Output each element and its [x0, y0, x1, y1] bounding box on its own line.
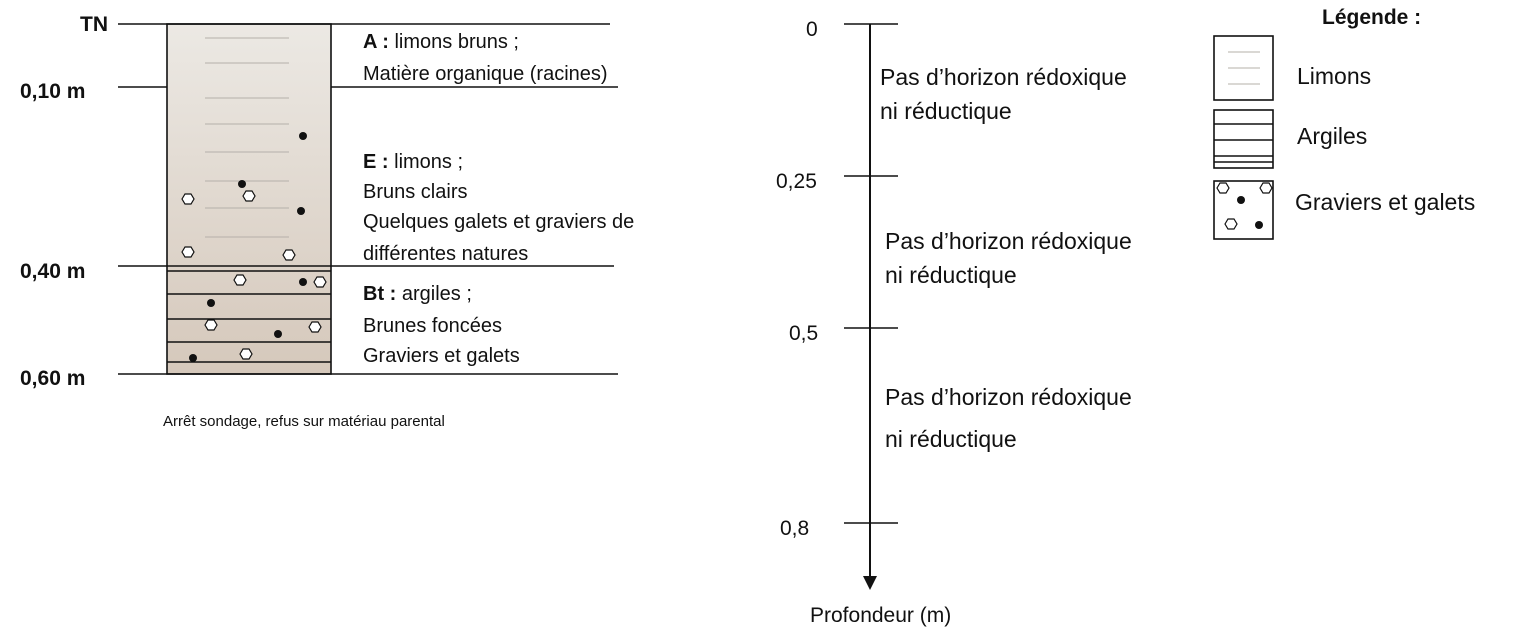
zone-3-line-2: ni réductique — [885, 426, 1017, 452]
soil-column — [166, 23, 332, 375]
silt-hatching — [205, 37, 289, 238]
zone-2-line-1: Pas d’horizon rédoxique — [885, 228, 1132, 254]
pebble-hexagon — [181, 246, 195, 258]
horizon-e-line-1: E : limons ; — [363, 151, 463, 173]
legend-swatch-gravel — [1213, 180, 1274, 240]
horizon-e-text-1: limons ; — [389, 151, 463, 173]
axis-tick-label: 0,5 — [789, 322, 818, 345]
horizon-a-line-1: A : limons bruns ; — [363, 31, 519, 53]
pebbles — [181, 190, 327, 360]
horizon-e-text-4: différentes natures — [363, 243, 528, 265]
pebble-hexagon — [242, 190, 256, 202]
legend-item-gravel: Graviers et galets — [1295, 189, 1475, 215]
gravel-dot — [189, 354, 197, 362]
axis-tick-label: 0,8 — [780, 517, 809, 540]
depth-axis: 0 0,25 0,5 0,8 Profondeur (m) Pas d’hori… — [776, 18, 1132, 627]
gravel-dot — [299, 278, 307, 286]
axis-tick-label: 0,25 — [776, 170, 817, 193]
pebble-hexagon — [181, 193, 195, 205]
horizon-bt-text-1: argiles ; — [396, 283, 472, 305]
clay-hatching — [167, 270, 331, 363]
gravel-dot — [297, 207, 305, 215]
horizon-a-description: A : limons bruns ; Matière organique (ra… — [363, 31, 608, 85]
zone-3-line-1: Pas d’horizon rédoxique — [885, 384, 1132, 410]
axis-tick-label: 0 — [806, 18, 818, 41]
pebble-hexagon — [308, 321, 322, 333]
gravel-dot — [238, 180, 246, 188]
horizon-e-description: E : limons ; Bruns clairs Quelques galet… — [363, 151, 634, 265]
legend: Légende : Limons Argiles — [1213, 6, 1475, 240]
zone-1-line-1: Pas d’horizon rédoxique — [880, 64, 1127, 90]
horizon-bt-description: Bt : argiles ; Brunes foncées Graviers e… — [363, 283, 520, 367]
legend-swatch-clay — [1213, 109, 1274, 169]
horizon-bt-text-2: Brunes foncées — [363, 315, 502, 337]
gravel-dot — [207, 299, 215, 307]
legend-item-clay: Argiles — [1297, 123, 1367, 149]
pebble-hexagon — [313, 276, 327, 288]
depth-label-010: 0,10 m — [20, 80, 85, 103]
legend-swatch-silt — [1213, 35, 1274, 101]
depth-lines — [118, 23, 618, 375]
pebble-hexagon — [233, 274, 247, 286]
legend-item-silt: Limons — [1297, 63, 1371, 89]
horizon-e-text-2: Bruns clairs — [363, 181, 467, 203]
horizon-e-text-3: Quelques galets et graviers de — [363, 211, 634, 233]
horizon-a-code: A : — [363, 31, 389, 53]
horizon-a-text-2: Matière organique (racines) — [363, 63, 608, 85]
gravel-dots — [189, 132, 307, 362]
horizon-a-text-1: limons bruns ; — [389, 31, 519, 53]
stop-note: Arrêt sondage, refus sur matériau parent… — [163, 413, 445, 430]
horizon-bt-text-3: Graviers et galets — [363, 345, 520, 367]
depth-label-tn: TN — [80, 13, 108, 36]
depth-label-060: 0,60 m — [20, 367, 85, 390]
zone-2-line-2: ni réductique — [885, 262, 1017, 288]
pebble-hexagon — [239, 348, 253, 360]
depth-label-040: 0,40 m — [20, 260, 85, 283]
horizon-bt-line-1: Bt : argiles ; — [363, 283, 472, 305]
axis-title: Profondeur (m) — [810, 604, 951, 627]
pebble-hexagon — [204, 319, 218, 331]
legend-title: Légende : — [1322, 6, 1421, 29]
horizon-e-code: E : — [363, 151, 389, 173]
zone-1-line-2: ni réductique — [880, 98, 1012, 124]
axis-arrow-icon — [863, 576, 877, 590]
horizon-bt-code: Bt : — [363, 283, 396, 305]
depth-labels: TN 0,10 m 0,40 m 0,60 m — [20, 13, 108, 390]
pebble-hexagon — [282, 249, 296, 261]
gravel-dot — [299, 132, 307, 140]
gravel-dot — [274, 330, 282, 338]
